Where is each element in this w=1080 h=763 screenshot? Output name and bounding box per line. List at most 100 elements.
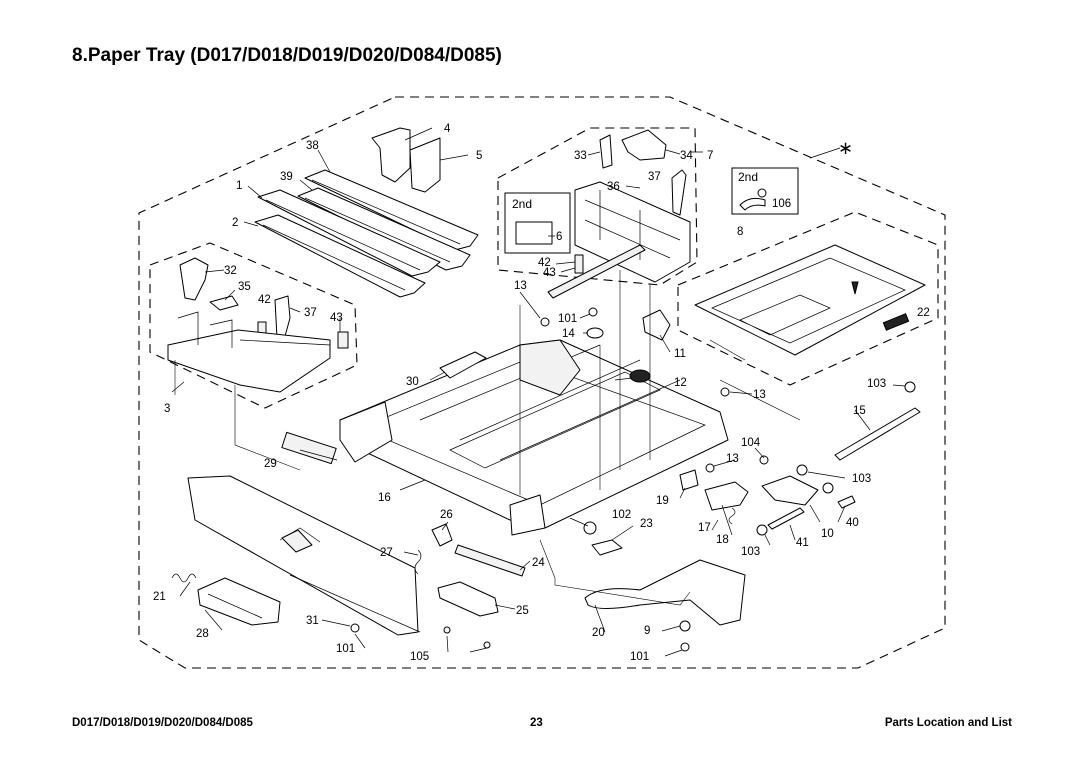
- label-13a: 13: [514, 280, 527, 292]
- roller-12: [629, 369, 651, 383]
- label-10: 10: [821, 528, 834, 540]
- part-11: [642, 309, 671, 341]
- rail-2: [254, 214, 426, 298]
- label-101a: 101: [558, 313, 577, 325]
- cover-slot: [281, 529, 313, 553]
- tray-front-wall: [339, 401, 393, 463]
- side-guide-left: [167, 329, 331, 393]
- guide-frame-top: [574, 181, 691, 283]
- part-35: [209, 295, 239, 311]
- bracket-4: [371, 127, 411, 183]
- spring-27: [414, 549, 422, 575]
- label-37a: 37: [648, 171, 661, 183]
- label-17: 17: [698, 522, 711, 534]
- label-18: 18: [716, 534, 729, 546]
- bracket-18: [704, 481, 749, 511]
- rail-1: [257, 189, 441, 277]
- label-16: 16: [378, 492, 391, 504]
- label-21: 21: [153, 591, 166, 603]
- label-4: 4: [444, 123, 451, 135]
- front-cover-16: [187, 475, 419, 636]
- label-103a: 103: [867, 378, 886, 390]
- label-22: 22: [917, 307, 930, 319]
- main-tray: [339, 339, 729, 536]
- label-101b: 101: [336, 643, 355, 655]
- label-19: 19: [656, 495, 669, 507]
- ring-103c: [822, 482, 834, 494]
- footer-section-title: Parts Location and List: [884, 717, 1012, 729]
- collar-9: [679, 620, 691, 632]
- label-31: 31: [306, 615, 319, 627]
- label-40: 40: [846, 517, 859, 529]
- arrow-8: [851, 281, 859, 295]
- screw-105a: [443, 626, 451, 634]
- gear-14: [586, 327, 604, 339]
- label-42b: 42: [258, 294, 271, 306]
- label-43a: 43: [543, 267, 556, 279]
- plate-8: [694, 244, 926, 356]
- label-101c: 101: [630, 651, 649, 663]
- part-106-clip: [739, 197, 766, 211]
- label-105: 105: [410, 651, 429, 663]
- lever-30: [439, 351, 487, 379]
- label-106: 106: [772, 198, 791, 210]
- label-15: 15: [853, 405, 866, 417]
- collar-13c: [705, 463, 715, 473]
- label-33: 33: [574, 150, 587, 162]
- collar-13b: [720, 387, 730, 397]
- screw-101b: [350, 623, 360, 633]
- bushing-40: [837, 495, 856, 509]
- label-29: 29: [264, 458, 277, 470]
- label-104: 104: [741, 437, 761, 449]
- part-43-left: [337, 331, 349, 349]
- label-20: 20: [592, 627, 605, 639]
- part-42-top: [574, 254, 584, 274]
- label-23: 23: [640, 518, 653, 530]
- label-37b: 37: [304, 307, 317, 319]
- part-33: [599, 134, 613, 169]
- spring-21: [171, 573, 197, 583]
- rack-43: [547, 244, 646, 299]
- screw-104: [759, 455, 769, 465]
- label-1: 1: [236, 180, 242, 192]
- plate-10: [761, 475, 819, 506]
- star-leader: [809, 147, 841, 159]
- callout-2nd-right: 2nd: [738, 170, 758, 184]
- group-left: [149, 242, 358, 409]
- part-37-top: [671, 169, 687, 216]
- group-right: [677, 211, 939, 386]
- label-35: 35: [238, 281, 251, 293]
- construction-lines: [174, 270, 801, 606]
- label-43b: 43: [330, 312, 343, 324]
- arm-25: [437, 581, 499, 617]
- part-32: [179, 257, 209, 301]
- screw-101c: [680, 642, 690, 652]
- ring-103d: [756, 524, 768, 536]
- label-41: 41: [796, 537, 809, 549]
- label-12: 12: [674, 377, 687, 389]
- label-6: 6: [556, 231, 562, 243]
- footer-model-list: D017/D018/D019/D020/D084/D085: [72, 717, 253, 729]
- label-103c: 103: [741, 546, 760, 558]
- label-8: 8: [737, 226, 743, 238]
- part-26: [431, 523, 453, 547]
- label-9: 9: [644, 625, 650, 637]
- label-34: 34: [680, 150, 693, 162]
- arm-20: [584, 559, 746, 626]
- label-103b: 103: [852, 473, 871, 485]
- shaft-41: [767, 507, 805, 530]
- sheet-5: [409, 137, 441, 193]
- top-center-parts: [547, 129, 691, 299]
- label-14: 14: [562, 328, 575, 340]
- label-28: 28: [196, 628, 209, 640]
- label-13c: 13: [726, 453, 739, 465]
- screw-105b: [483, 641, 491, 649]
- footer-page-number: 23: [530, 717, 543, 729]
- label-32: 32: [224, 265, 237, 277]
- screw-101a: [588, 307, 598, 317]
- part-6-sheet: [515, 221, 553, 245]
- label-42a: 42: [538, 257, 551, 269]
- label-25: 25: [516, 605, 529, 617]
- label-26: 26: [440, 509, 453, 521]
